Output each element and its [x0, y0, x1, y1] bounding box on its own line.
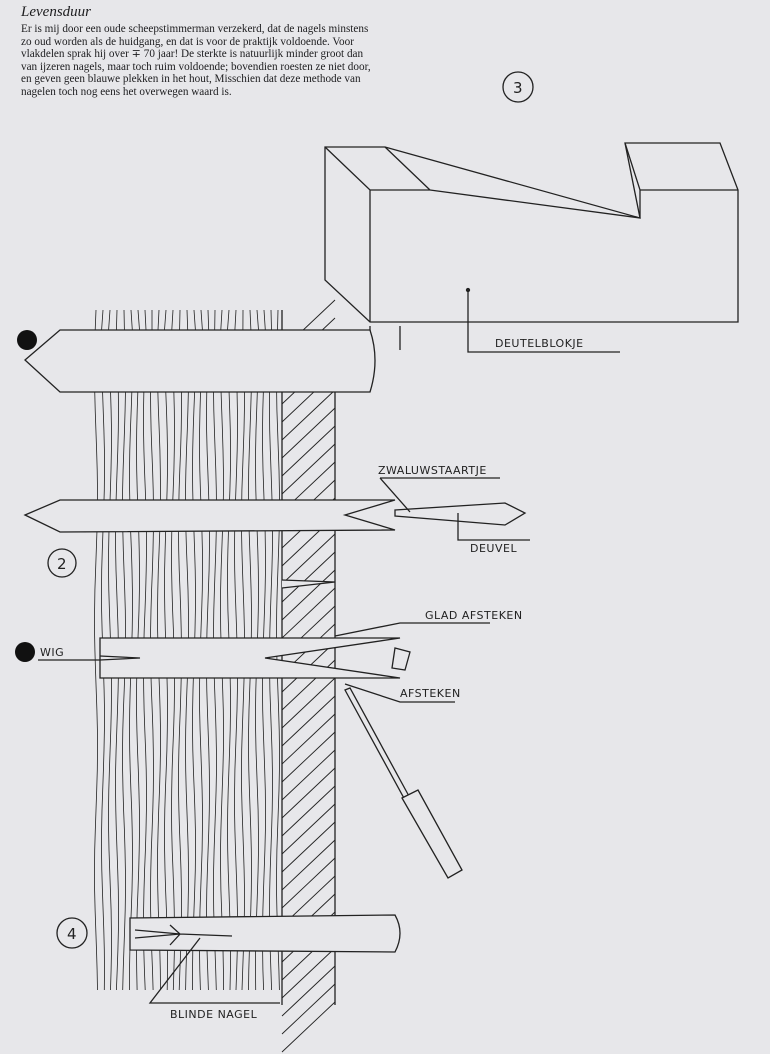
hatch-line	[281, 407, 336, 459]
hatch-line	[281, 695, 336, 747]
hatch-line	[281, 803, 336, 855]
hatch-line	[281, 767, 336, 819]
hatch-line	[281, 569, 336, 621]
chisel	[344, 687, 463, 879]
small-wedge	[281, 579, 336, 589]
trenail-4-blind: 4 BLINDE NAGEL	[56, 914, 401, 1021]
hatch-line	[281, 947, 336, 999]
hatch-line	[281, 551, 336, 603]
hatch-line	[281, 425, 336, 477]
figure-number-4: 4	[67, 925, 77, 943]
wood-plank-grain	[94, 309, 280, 991]
label-deuvel: DEUVEL	[470, 542, 517, 555]
hatch-line	[281, 713, 336, 765]
label-glad-afsteken: GLAD AFSTEKEN	[425, 609, 523, 622]
hatch-line	[281, 965, 336, 1017]
trenail-2: ZWALUWSTAARTJE DEUVEL 2	[23, 464, 530, 578]
hatch-line	[281, 1001, 336, 1053]
label-afsteken: AFSTEKEN	[400, 687, 461, 700]
body-paragraph: Er is mij door een oude scheepstimmerman…	[21, 23, 371, 98]
hatch-line	[281, 677, 336, 729]
deutelblokje-block: 3 DEUTELBLOKJE	[324, 71, 739, 353]
trenail-1	[17, 329, 376, 393]
trenail-3: WIG GLAD AFSTEKEN AFSTEKEN	[15, 609, 523, 703]
label-wig: WIG	[40, 646, 64, 659]
figure-number-2: 2	[57, 555, 67, 573]
hatch-line	[281, 839, 336, 891]
hatch-line	[281, 749, 336, 801]
bullet-dot	[17, 330, 37, 350]
wood-grain-line	[94, 309, 98, 991]
label-zwaluwstaartje: ZWALUWSTAARTJE	[378, 464, 487, 477]
hatch-line	[281, 983, 336, 1035]
section-heading: Levensduur	[21, 4, 91, 20]
label-blinde-nagel: BLINDE NAGEL	[170, 1008, 258, 1021]
hatch-line	[281, 857, 336, 909]
figure-number-3: 3	[513, 79, 523, 97]
hatch-line	[281, 443, 336, 495]
hatch-line	[281, 533, 336, 585]
label-deutelblokje: DEUTELBLOKJE	[495, 337, 584, 350]
hatch-line	[281, 785, 336, 837]
hatch-line	[281, 389, 336, 441]
hatch-line	[281, 587, 336, 639]
hatch-line	[281, 821, 336, 873]
bullet-dot	[15, 642, 35, 662]
hatch-line	[281, 731, 336, 783]
